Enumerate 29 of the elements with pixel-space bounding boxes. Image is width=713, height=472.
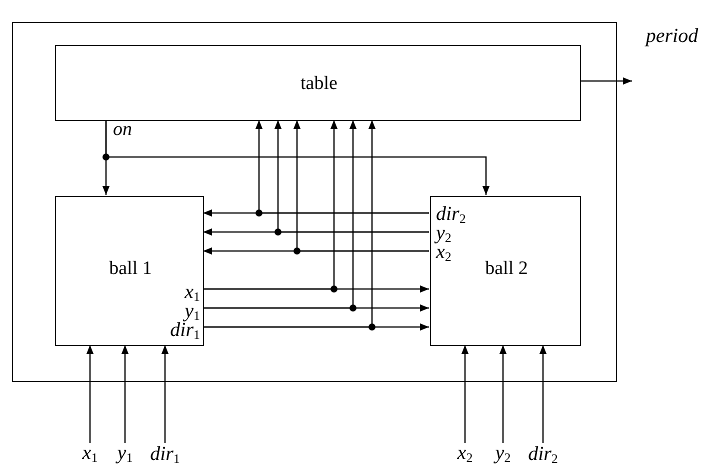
arrow <box>105 120 490 195</box>
signal-label: dir$_{2}$ <box>528 444 558 468</box>
signal-label: period <box>646 26 698 46</box>
block-box <box>55 45 581 121</box>
arrow <box>255 120 429 214</box>
signal-label: dir$_{1}$ <box>150 444 180 468</box>
block-title: ball 2 <box>485 258 528 280</box>
arrow <box>203 120 357 309</box>
block-title: table <box>300 73 338 95</box>
arrow <box>499 345 507 443</box>
arrow <box>461 345 469 443</box>
arrow <box>161 345 169 443</box>
outer-frame <box>12 22 617 382</box>
block-box <box>55 196 204 346</box>
signal-label: x$_{2}$ <box>457 443 473 467</box>
signal-label: x$_{1}$ <box>82 443 98 467</box>
port-label: dir$_{1}$ <box>170 321 200 344</box>
block-title: ball 1 <box>109 258 152 280</box>
arrow <box>121 345 129 443</box>
block-box <box>430 196 581 346</box>
signal-label: y$_{2}$ <box>495 443 511 467</box>
signal-label: y$_{1}$ <box>117 443 133 467</box>
arrow <box>539 345 547 443</box>
arrow <box>293 120 429 252</box>
arrow <box>86 345 94 443</box>
arrow <box>203 120 338 290</box>
arrow <box>580 77 632 85</box>
arrow <box>274 120 429 233</box>
arrow <box>203 120 376 328</box>
